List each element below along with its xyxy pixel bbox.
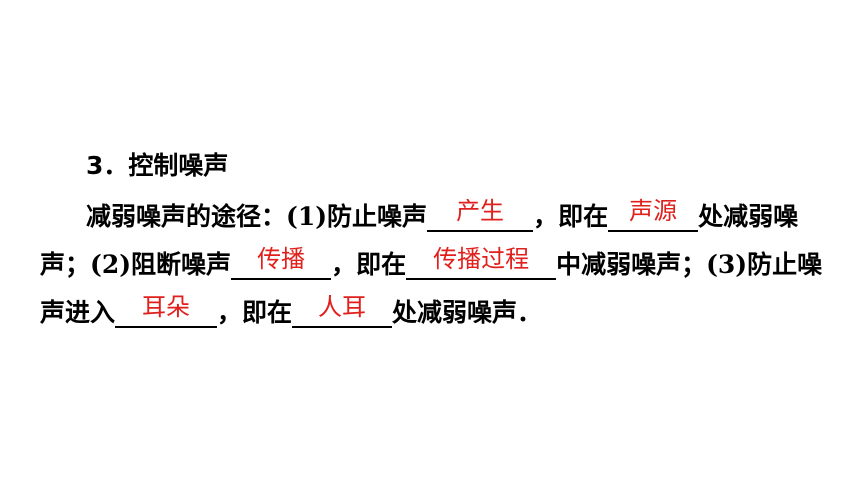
line3-middle: ，即在 xyxy=(217,298,293,327)
blank-4: 传播过程 xyxy=(406,245,557,280)
line2-middle: ，即在 xyxy=(331,250,407,279)
answer-6: 人耳 xyxy=(318,293,367,321)
line2-suffix: 中减弱噪声；(3)防止噪 xyxy=(556,250,823,279)
answer-5: 耳朵 xyxy=(142,293,191,321)
line2-prefix: 声；(2)阻断噪声 xyxy=(40,250,232,279)
blank-5: 耳朵 xyxy=(115,293,218,328)
line1-prefix: 减弱噪声的途径：(1)防止噪声 xyxy=(86,202,428,231)
blank-1: 产生 xyxy=(427,197,534,232)
blank-6: 人耳 xyxy=(292,293,393,328)
answer-3: 传播 xyxy=(257,245,306,273)
line1-suffix: 处减弱噪 xyxy=(698,202,799,231)
blank-3: 传播 xyxy=(231,245,332,280)
answer-2: 声源 xyxy=(629,197,678,225)
text-line-1: 减弱噪声的途径：(1)防止噪声 产生 ，即在 声源 处减弱噪 xyxy=(86,197,799,232)
section-heading: 3．控制噪声 xyxy=(86,151,229,180)
text-line-3: 声进入 耳朵 ，即在 人耳 处减弱噪声． xyxy=(40,293,543,328)
line3-suffix: 处减弱噪声． xyxy=(392,298,543,327)
line3-prefix: 声进入 xyxy=(40,298,116,327)
answer-1: 产生 xyxy=(456,197,505,225)
blank-2: 声源 xyxy=(608,197,699,232)
answer-4: 传播过程 xyxy=(433,245,530,273)
text-line-2: 声；(2)阻断噪声 传播 ，即在 传播过程 中减弱噪声；(3)防止噪 xyxy=(40,245,823,280)
line1-middle: ，即在 xyxy=(533,202,609,231)
